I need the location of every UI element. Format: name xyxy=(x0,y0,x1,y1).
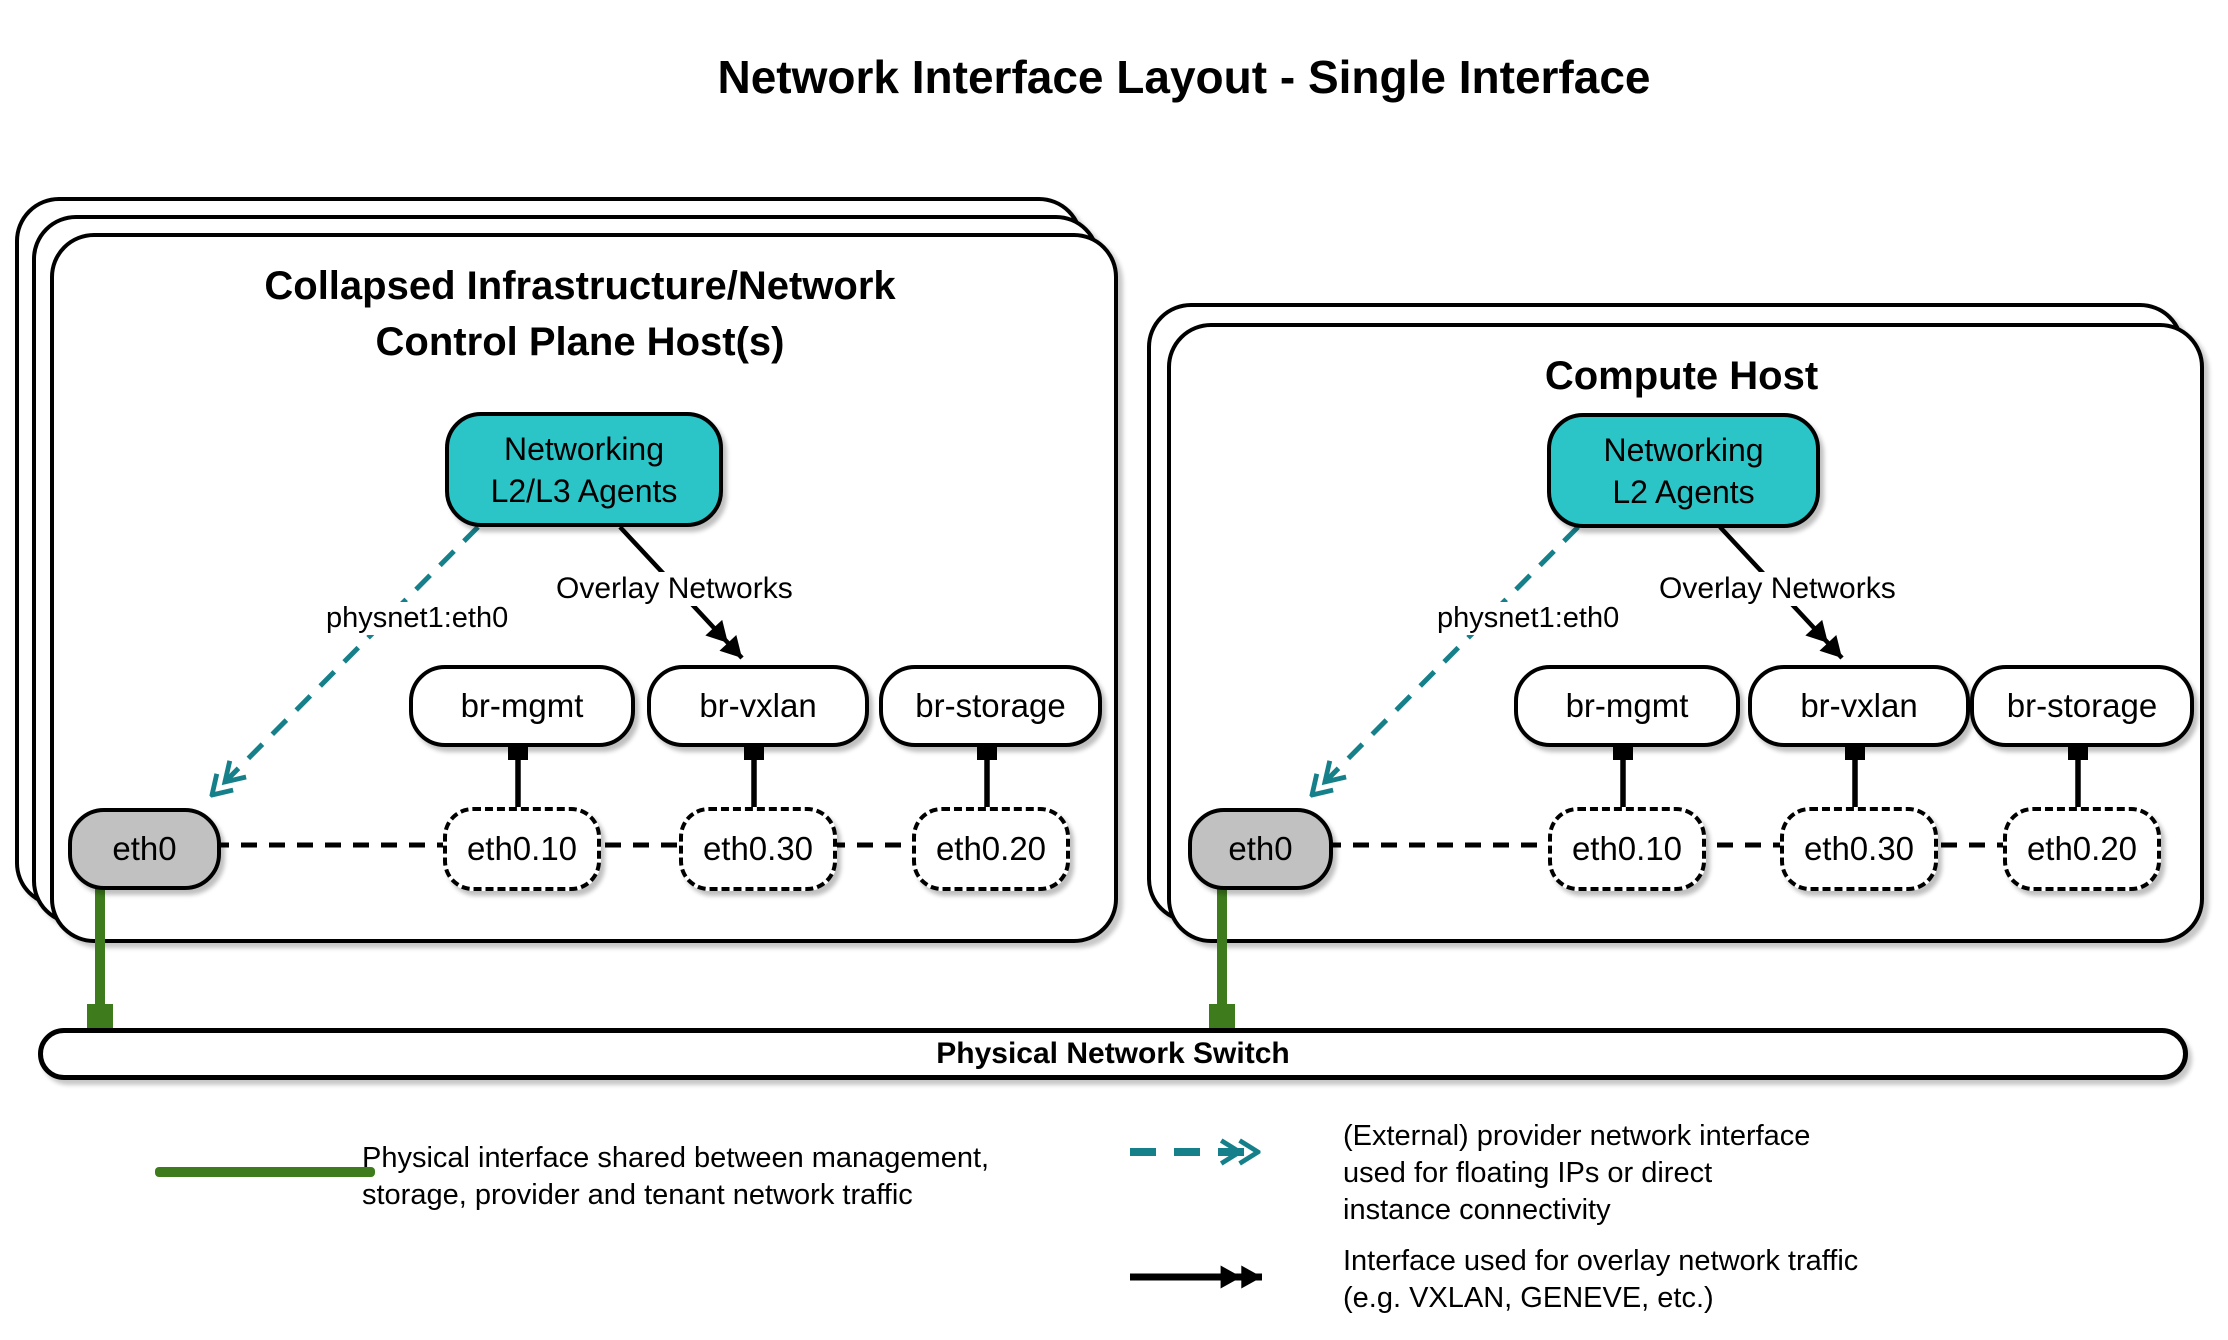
overlay-networks-label-left: Overlay Networks xyxy=(552,572,797,606)
bridge-node-br-mgmt-right: br-mgmt xyxy=(1514,665,1740,747)
bridge-node-br-mgmt-left: br-mgmt xyxy=(409,665,635,747)
overlay-networks-label-right: Overlay Networks xyxy=(1655,572,1900,606)
physical-interface-node-left: eth0 xyxy=(68,808,221,890)
legend-physical-line-swatch xyxy=(155,1167,375,1177)
vlan-node-eth0-10-left: eth0.10 xyxy=(443,807,601,891)
vlan-node-eth0-30-right: eth0.30 xyxy=(1780,807,1938,891)
vlan-node-eth0-20-right: eth0.20 xyxy=(2003,807,2161,891)
legend-physical-text: Physical interface shared between manage… xyxy=(362,1142,990,1211)
bridge-node-br-storage-left: br-storage xyxy=(879,665,1102,747)
legend-overlay-text: Interface used for overlay network traff… xyxy=(1343,1245,1859,1314)
vlan-node-eth0-30-left: eth0.30 xyxy=(679,807,837,891)
provider-network-label-right: physnet1:eth0 xyxy=(1433,602,1624,635)
vlan-node-eth0-10-right: eth0.10 xyxy=(1548,807,1706,891)
provider-network-label-left: physnet1:eth0 xyxy=(322,602,513,635)
vlan-node-eth0-20-left: eth0.20 xyxy=(912,807,1070,891)
bridge-node-br-storage-right: br-storage xyxy=(1970,665,2194,747)
physical-network-switch-bar: Physical Network Switch xyxy=(38,1028,2188,1080)
bridge-node-br-vxlan-left: br-vxlan xyxy=(647,665,869,747)
compute-host-title: Compute Host xyxy=(1544,354,1819,398)
networking-agents-node-left: Networking L2/L3 Agents xyxy=(445,412,723,527)
control-plane-host-title: Collapsed Infrastructure/Network Control… xyxy=(264,264,896,364)
page-title: Network Interface Layout - Single Interf… xyxy=(717,51,1651,103)
physical-interface-node-right: eth0 xyxy=(1188,808,1333,890)
legend-provider-text: (External) provider network interface us… xyxy=(1343,1120,1811,1226)
bridge-node-br-vxlan-right: br-vxlan xyxy=(1748,665,1970,747)
networking-agents-node-right: Networking L2 Agents xyxy=(1547,413,1820,528)
